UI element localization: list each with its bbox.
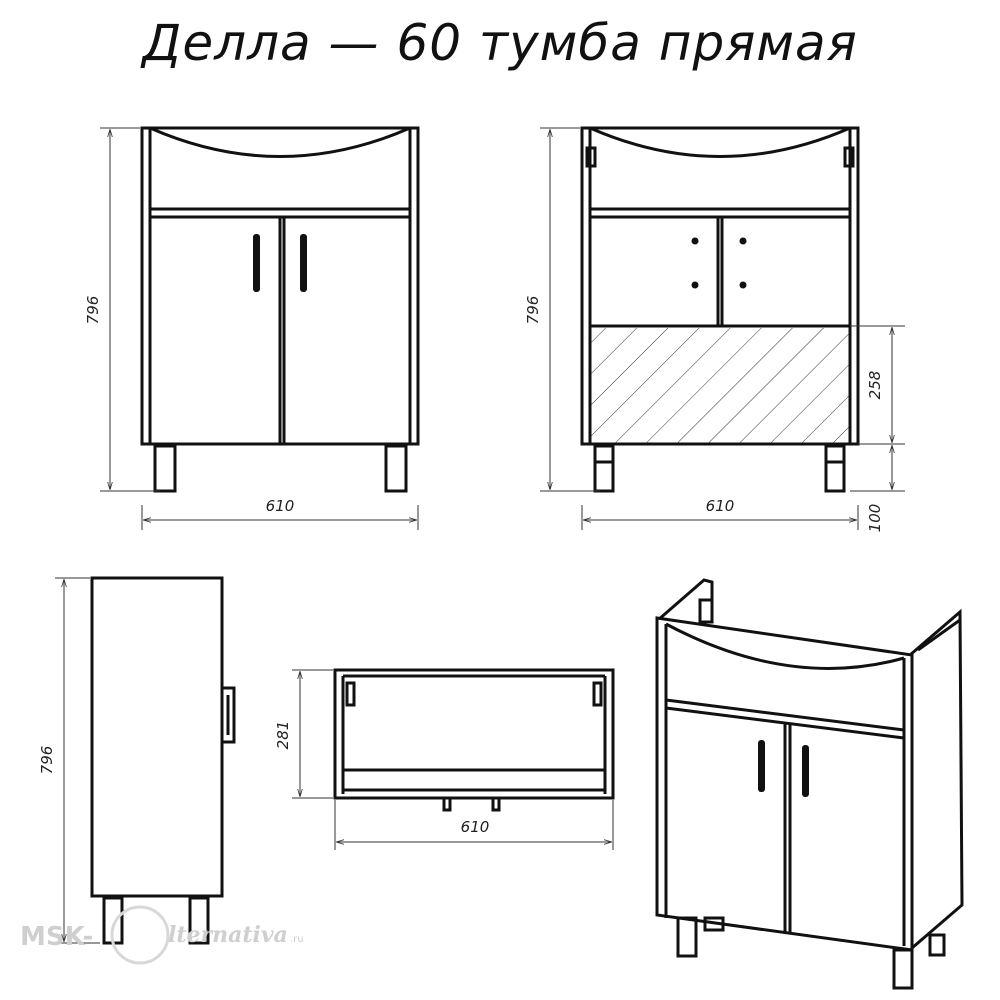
leg-right (384, 444, 408, 493)
top-view: 281 610 (274, 668, 615, 850)
iso-handle-left (758, 740, 765, 792)
back-width-label: 610 (706, 497, 735, 515)
legs-height-label: 100 (866, 504, 884, 533)
door-handle-right (300, 234, 307, 292)
leg-left (153, 444, 177, 493)
iso-handle-right (802, 745, 809, 797)
top-width-label: 610 (461, 818, 490, 836)
front-height-label: 796 (84, 296, 102, 325)
back-height-label: 796 (524, 296, 542, 325)
door-handle-left (253, 234, 260, 292)
back-leg-left (593, 444, 615, 493)
back-cutout-hatch (591, 328, 849, 443)
drawing-title: Делла — 60 тумба прямая (140, 14, 857, 72)
watermark-logo-icon (110, 905, 170, 965)
side-view: 796 (38, 576, 236, 945)
watermark: MSK- lternativa .ru (20, 905, 304, 965)
isometric-view (655, 578, 964, 990)
back-leg-right (824, 444, 846, 493)
front-width-label: 610 (266, 497, 295, 515)
side-handle (220, 686, 236, 744)
watermark-script: lternativa (168, 922, 288, 948)
side-height-label: 796 (38, 746, 56, 775)
cutout-height-label: 258 (866, 371, 884, 400)
front-view: 796 610 (84, 126, 420, 530)
watermark-brand: MSK- (20, 922, 93, 952)
watermark-suffix: .ru (290, 934, 304, 945)
back-view: 796 610 258 100 (524, 126, 905, 533)
top-depth-label: 281 (274, 721, 292, 750)
